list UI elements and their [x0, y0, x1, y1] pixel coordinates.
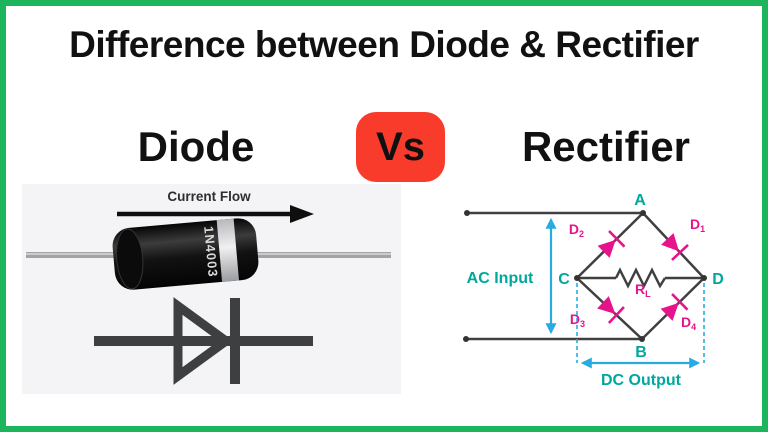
diode-body: 1N4003: [112, 218, 259, 290]
diode-d3-icon: [597, 296, 625, 324]
diode-part-number: 1N4003: [201, 225, 220, 278]
diode-d3-label: D3: [570, 311, 585, 329]
current-flow-arrow-icon: [117, 205, 314, 223]
ac-input-wires: [463, 210, 643, 342]
node-d-label: D: [712, 271, 724, 288]
dc-output-label: DC Output: [601, 372, 682, 389]
node-b-label: B: [635, 344, 647, 361]
diode-illustration: Current Flow 1N4003: [26, 189, 391, 385]
diode-d2-label: D2: [569, 221, 584, 239]
bridge-rectifier-diagram: D1 D2 D3 D4 RL A B C D AC Input DC Outpu…: [463, 192, 724, 389]
diode-column-title: Diode: [137, 123, 255, 170]
ac-input-label: AC Input: [467, 270, 534, 287]
load-resistor: [577, 267, 704, 289]
current-flow-label: Current Flow: [167, 189, 251, 204]
diode-d4-icon: [660, 293, 689, 321]
node-c-dot: [574, 275, 580, 281]
rectifier-circuit-panel: D1 D2 D3 D4 RL A B C D AC Input DC Outpu…: [441, 186, 762, 401]
diode-d1-icon: [661, 233, 689, 261]
diode-d1-label: D1: [690, 216, 705, 234]
diode-illustration-panel: Current Flow 1N4003: [22, 184, 401, 394]
dc-output-span: [576, 283, 705, 369]
page-title: Difference between Diode & Rectifier: [69, 24, 699, 65]
node-d-dot: [701, 275, 707, 281]
cathode-band: [216, 218, 240, 282]
diode-d2-icon: [597, 230, 626, 258]
node-b-dot: [639, 336, 645, 342]
load-resistor-label: RL: [635, 281, 651, 299]
diode-symbol-icon: [94, 297, 313, 385]
rectifier-column-title: Rectifier: [521, 123, 691, 170]
node-c-label: C: [558, 271, 570, 288]
node-a-dot: [640, 210, 646, 216]
diode-d4-label: D4: [681, 314, 696, 332]
vs-badge: Vs: [356, 112, 445, 182]
node-a-label: A: [634, 192, 646, 209]
